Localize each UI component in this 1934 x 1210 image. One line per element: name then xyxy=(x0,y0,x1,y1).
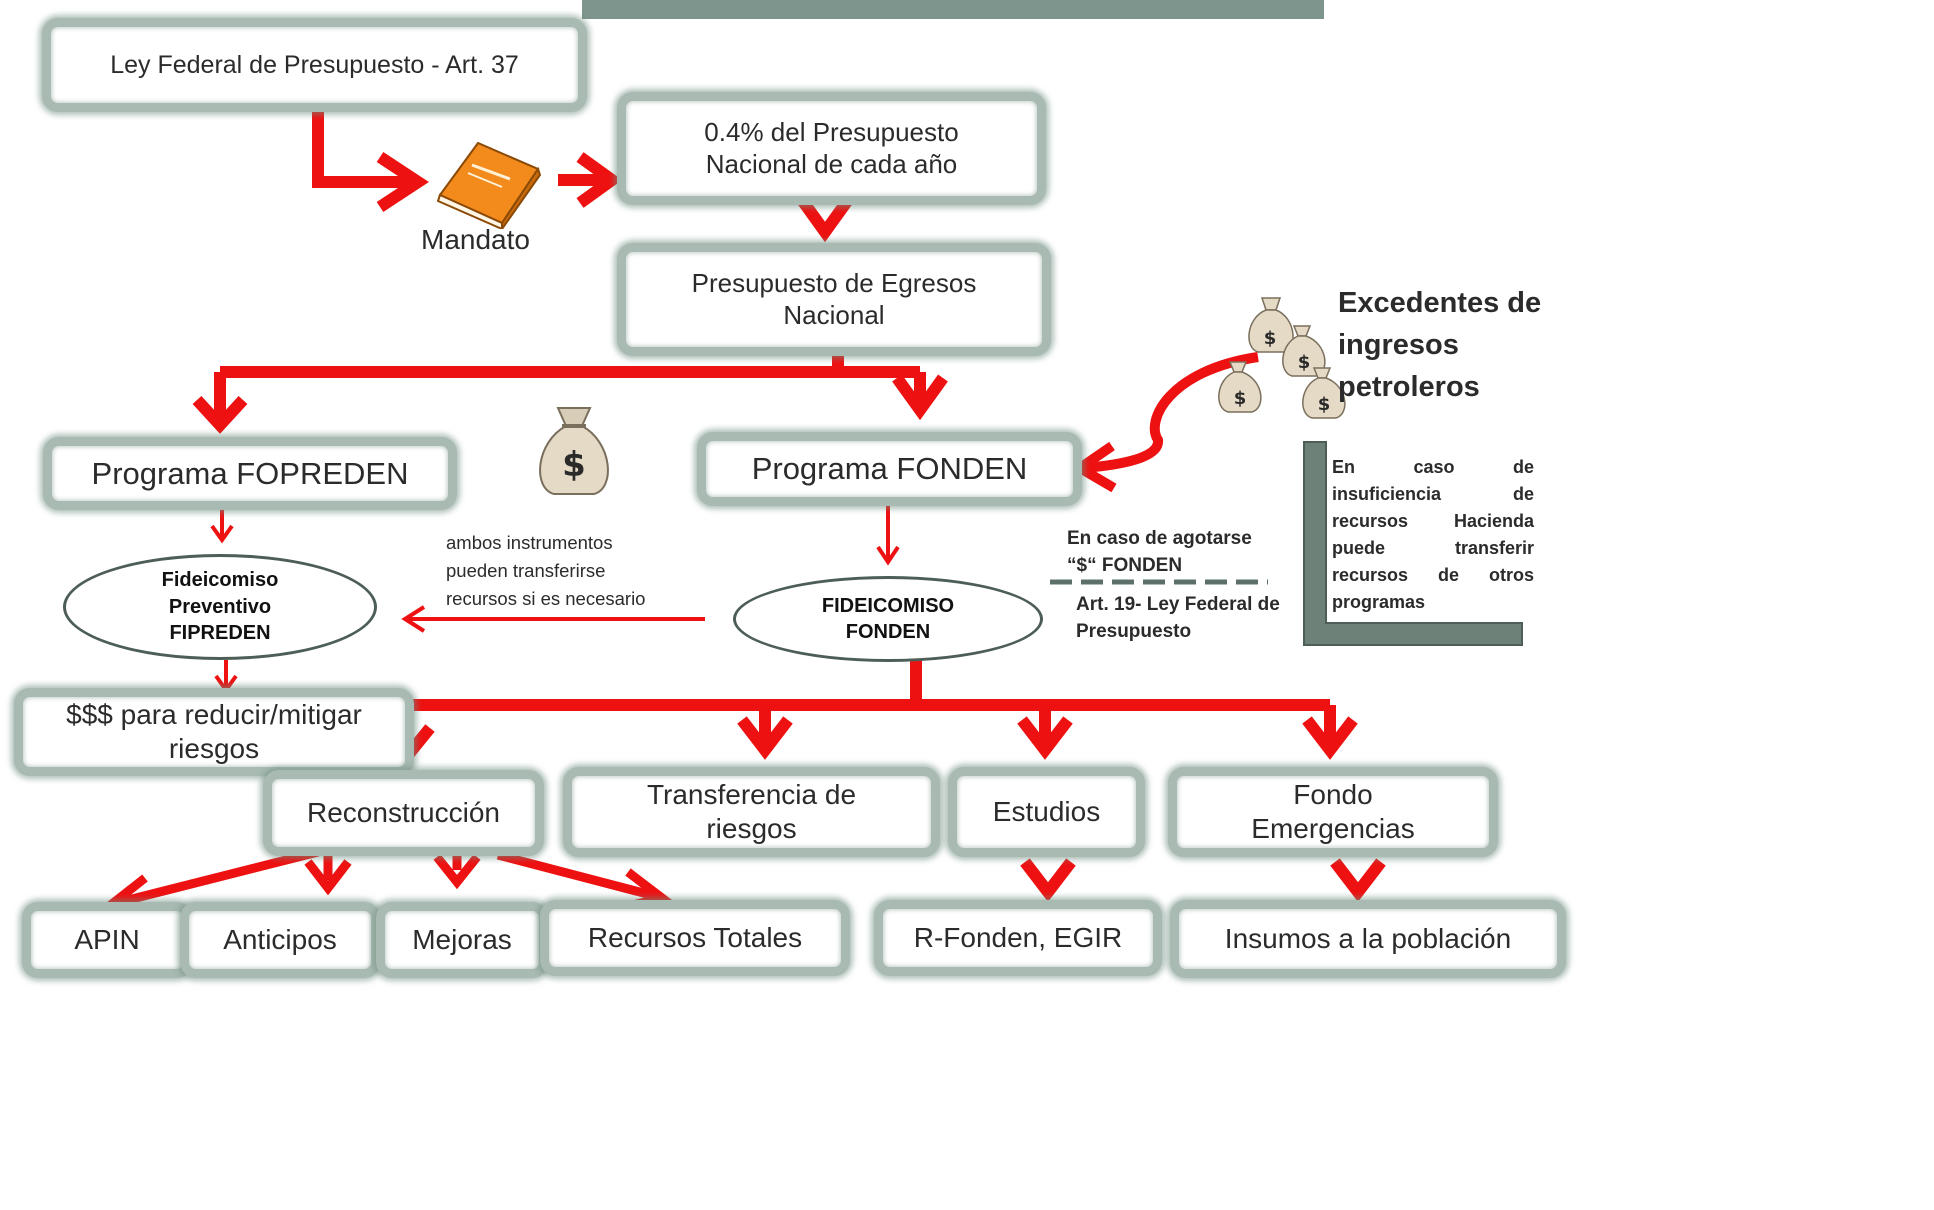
ellipse-fipreden: Fideicomiso Preventivo FIPREDEN xyxy=(63,554,377,660)
box-emergencias-label: Fondo Emergencias xyxy=(1251,778,1415,844)
arrowhead-book-porcentaje xyxy=(576,152,623,208)
box-rfonden-label: R-Fonden, EGIR xyxy=(913,921,1123,953)
box-ley-federal: Ley Federal de Presupuesto - Art. 37 xyxy=(42,18,587,112)
box-ley-federal-label: Ley Federal de Presupuesto - Art. 37 xyxy=(110,50,519,79)
arrowhead-estudios xyxy=(1017,716,1073,760)
arrowhead-porcentaje-egresos xyxy=(797,196,853,243)
ellipse-fideicomiso-fonden: FIDEICOMISO FONDEN xyxy=(733,576,1043,662)
box-insumos: Insumos a la población xyxy=(1170,900,1566,978)
box-porcentaje-label: 0.4% del Presupuesto Nacional de cada añ… xyxy=(704,116,959,179)
ambos-instrumentos-text: ambos instrumentos pueden transferirse r… xyxy=(446,532,646,609)
arrow-excedentes-fonden xyxy=(1083,352,1259,473)
box-apin-label: APIN xyxy=(74,923,140,955)
art19-text: Art. 19- Ley Federal de Presupuesto xyxy=(1076,594,1280,642)
svg-text:$: $ xyxy=(1264,328,1277,349)
arrowhead-ley-book xyxy=(376,151,429,213)
arrowhead-fonden xyxy=(892,374,948,421)
arrow-reconstruccion-totales xyxy=(496,850,657,901)
box-transferencia: Transferencia de riesgos xyxy=(563,767,940,857)
arrowhead-emergencias-insumos xyxy=(1330,858,1386,902)
arrowhead-transferencia xyxy=(737,716,793,760)
box-fopreden: Programa FOPREDEN xyxy=(43,437,457,510)
box-reconstruccion: Reconstrucción xyxy=(263,770,544,856)
svg-text:$: $ xyxy=(1318,394,1331,415)
box-fonden: Programa FONDEN xyxy=(697,432,1082,506)
money-bags-cluster-icon: $ $ $ $ xyxy=(1218,297,1346,419)
box-anticipos: Anticipos xyxy=(180,902,380,978)
box-anticipos-label: Anticipos xyxy=(223,923,337,955)
box-mejoras: Mejoras xyxy=(376,902,548,978)
box-egresos-label: Presupuesto de Egresos Nacional xyxy=(691,267,977,330)
bracket-shape xyxy=(1303,441,1523,646)
box-fopreden-label: Programa FOPREDEN xyxy=(91,455,409,491)
ellipse-fipreden-label: Fideicomiso Preventivo FIPREDEN xyxy=(161,569,279,645)
header-bar xyxy=(582,0,1324,19)
box-emergencias: Fondo Emergencias xyxy=(1168,767,1498,857)
excedentes-text: Excedentes de ingresos petroleros xyxy=(1338,287,1542,404)
box-mitigar: $$$ para reducir/mitigar riesgos xyxy=(14,688,414,776)
agotarse-text: En caso de agotarse “$“ FONDEN xyxy=(1067,528,1252,576)
arrowhead-anticipos xyxy=(304,859,352,896)
arrowhead-fonden-fipreden xyxy=(401,605,426,633)
box-estudios: Estudios xyxy=(948,767,1145,857)
arrowhead-emergencias xyxy=(1302,716,1358,760)
box-estudios-label: Estudios xyxy=(992,795,1101,827)
box-mejoras-label: Mejoras xyxy=(412,923,512,955)
arrowhead-fopreden xyxy=(192,395,248,434)
arrowhead-estudios-rfonden xyxy=(1020,858,1076,902)
arrow-egresos-split xyxy=(214,352,926,420)
money-bag-icon: $ xyxy=(539,407,609,495)
box-transferencia-label: Transferencia de riesgos xyxy=(646,778,857,844)
svg-text:$: $ xyxy=(1234,388,1247,409)
box-egresos: Presupuesto de Egresos Nacional xyxy=(617,243,1051,356)
arrow-ley-book xyxy=(312,110,410,188)
box-apin: APIN xyxy=(22,902,192,978)
box-rfonden: R-Fonden, EGIR xyxy=(874,900,1162,976)
mandato-label: Mandato xyxy=(421,224,530,255)
box-recursos-totales: Recursos Totales xyxy=(540,900,850,976)
book-icon xyxy=(436,141,542,229)
arrow-fonden-distribution xyxy=(402,655,1336,742)
box-recursos-totales-label: Recursos Totales xyxy=(587,921,803,953)
box-insumos-label: Insumos a la población xyxy=(1224,922,1512,954)
box-fonden-label: Programa FONDEN xyxy=(751,451,1028,487)
insuficiencia-text: En caso de insuficiencia de recursos Hac… xyxy=(1332,457,1534,612)
arrowhead-fonden-fideicomiso xyxy=(876,545,900,566)
arrowhead-fopreden-fipreden xyxy=(210,524,234,544)
arrowhead-mejoras xyxy=(433,854,481,890)
box-reconstruccion-label: Reconstrucción xyxy=(307,796,500,828)
box-mitigar-label: $$$ para reducir/mitigar riesgos xyxy=(66,698,362,764)
svg-text:$: $ xyxy=(1298,352,1311,373)
arrow-reconstruccion-apin xyxy=(118,847,320,907)
svg-text:$: $ xyxy=(562,445,586,485)
box-porcentaje: 0.4% del Presupuesto Nacional de cada añ… xyxy=(617,92,1046,205)
ellipse-fideicomiso-fonden-label: FIDEICOMISO FONDEN xyxy=(821,594,955,643)
